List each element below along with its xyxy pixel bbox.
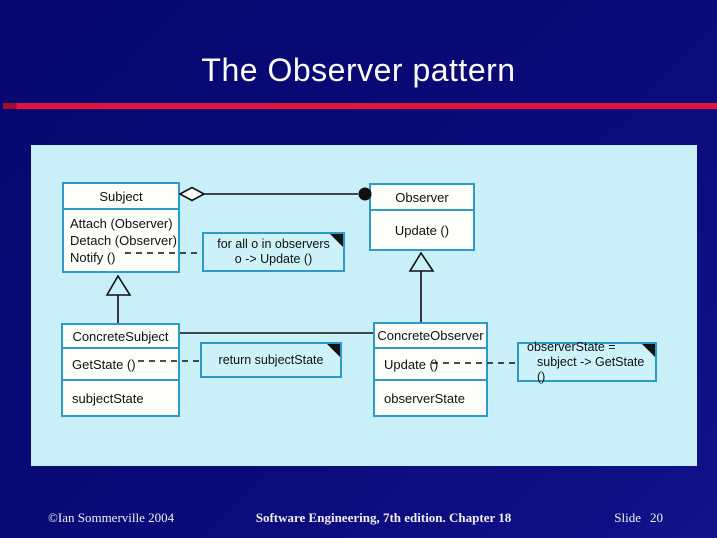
note-line: o -> Update () [234, 252, 313, 266]
generalization-triangle-subject [105, 274, 132, 296]
footer-slide-indicator: Slide 20 [614, 510, 663, 526]
generalization-triangle-observer [408, 251, 435, 272]
attribute-subjectstate: subjectState [72, 390, 144, 406]
footer-slide-label: Slide [614, 510, 641, 525]
class-name-concrete-observer: ConcreteObserver [377, 328, 484, 343]
footer-book-title: Software Engineering, 7th edition. Chapt… [255, 510, 512, 525]
note-line: for all o in observers [217, 237, 330, 251]
title-divider-rule [3, 103, 717, 109]
operation-getstate: GetState () [72, 356, 136, 372]
note-line: observerState = [527, 339, 616, 354]
uml-note-forall-observers: for all o in observers o -> Update () [202, 232, 345, 272]
class-name-subject: Subject [99, 188, 143, 204]
class-box-concrete-subject: ConcreteSubject GetState () subjectState [61, 323, 180, 417]
class-box-concrete-observer: ConcreteObserver Update () observerState [373, 322, 488, 417]
operation-update: Update () [394, 222, 450, 238]
operation-attach: Attach (Observer) [70, 216, 173, 231]
class-name-concrete-subject: ConcreteSubject [72, 328, 169, 344]
operation-detach: Detach (Observer) [70, 233, 177, 248]
note-line: subject -> GetState () [537, 354, 645, 384]
uml-note-return-subjectstate: return subjectState [200, 342, 342, 378]
uml-note-observerstate: observerState = subject -> GetState () [517, 339, 657, 384]
footer-slide-number: 20 [650, 510, 663, 525]
class-box-observer: Observer Update () [369, 183, 475, 251]
attribute-observerstate: observerState [384, 390, 465, 406]
aggregation-diamond [178, 186, 206, 202]
class-box-subject: Subject Attach (Observer) Detach (Observ… [62, 182, 180, 273]
operation-update-concrete: Update () [384, 356, 439, 372]
slide-title: The Observer pattern [201, 52, 516, 88]
footer-copyright: ©Ian Sommerville 2004 [48, 510, 175, 525]
operation-notify: Notify () [70, 250, 116, 265]
class-name-observer: Observer [395, 189, 449, 205]
uml-diagram-area: Subject Attach (Observer) Detach (Observ… [31, 145, 697, 466]
slide-footer: Software Engineering, 7th edition. Chapt… [0, 510, 717, 532]
note-line: return subjectState [218, 352, 324, 367]
